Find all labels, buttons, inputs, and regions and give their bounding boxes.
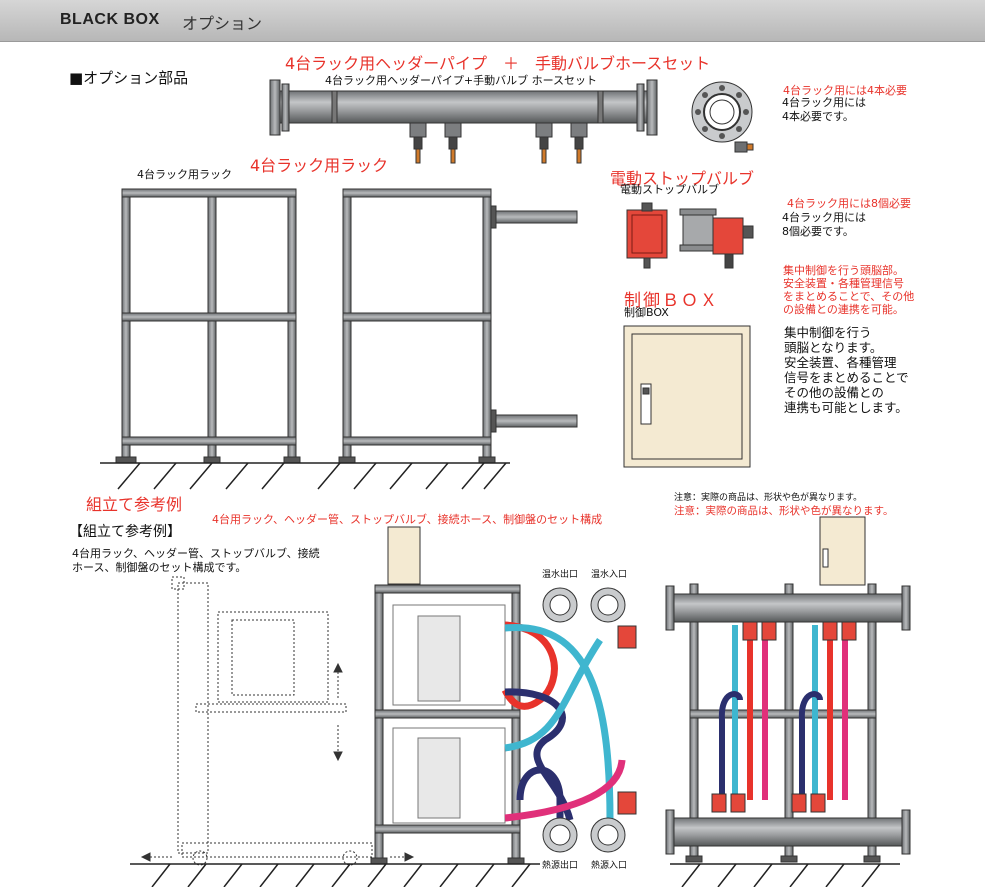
control-box-note-6: 連携も可能とします。: [784, 400, 908, 415]
control-box-note-5: その他の設備との: [784, 385, 884, 400]
assembly-dotted-trolley: [171, 576, 373, 866]
rack-drawing: [115, 188, 578, 464]
brand-name: BLACK BOX: [60, 11, 160, 28]
section-title: ■オプション部品: [69, 69, 189, 87]
control-box-heading: 制御ＢＯＸ: [624, 291, 719, 311]
rack-caption: 4台ラック用ラック: [137, 168, 232, 181]
rack-heading: 4台ラック用ラック: [250, 156, 389, 175]
header-pipe-note-red: 4台ラック用には4本必要: [783, 84, 907, 97]
control-box-note-2: 頭脳となります。: [784, 340, 883, 355]
header-pipe-note-2: 4本必要です。: [782, 110, 854, 123]
stop-valve-note-1: 4台ラック用には: [782, 211, 866, 224]
header-pipe-drawing: [269, 79, 754, 164]
control-box-note-red-4: の設備との連携を可能。: [783, 303, 904, 316]
control-box-note-red-1: 集中制御を行う頭脳部。: [783, 264, 904, 277]
bottom-ground-hatching: [130, 863, 900, 887]
stop-valve-note-2: 8個必要です。: [782, 225, 854, 238]
label-hot-out: 熱源出口: [542, 861, 579, 871]
assembly-heading: 【組立て参考例】: [69, 524, 181, 540]
ground-hatching: [100, 462, 510, 490]
header-pipe-note-1: 4台ラック用には: [782, 96, 866, 109]
stop-valve-heading: 電動ストップバルブ: [610, 169, 755, 188]
assembly-desc-1: 4台用ラック、ヘッダー管、ストップバルブ、接続: [72, 547, 320, 560]
assembly-front-view: [665, 516, 911, 863]
header-pipe-caption: 4台ラック用ヘッダーパイプ+手動バルブ ホースセット: [325, 74, 598, 87]
assembly-notice-black: 注意：実際の商品は、形状や色が異なります。: [674, 493, 863, 503]
page-title: オプション: [182, 14, 263, 33]
control-box-caption: 制御BOX: [624, 306, 669, 319]
stop-valve-drawing: [626, 202, 754, 269]
assembly-heading-red: 組立て参考例: [86, 495, 183, 514]
header-pipe-heading: 4台ラック用ヘッダーパイプ ＋ 手動バルブホースセット: [285, 54, 711, 73]
assembly-notice-red: 注意：実際の商品は、形状や色が異なります。: [674, 505, 894, 517]
trolley-arrows: [140, 662, 415, 862]
label-hot-in: 熱源入口: [591, 861, 628, 871]
stop-valve-caption: 電動ストップバルブ: [620, 183, 719, 196]
control-box-note-4: 信号をまとめることで: [784, 370, 909, 385]
assembly-side-view: [370, 526, 637, 865]
stop-valve-note-red: 4台ラック用には8個必要: [787, 197, 911, 210]
label-cold-out: 温水出口: [542, 570, 579, 580]
control-box-note-red-2: 安全装置・各種管理信号: [783, 277, 904, 290]
control-box-drawing: [623, 325, 751, 468]
control-box-note-3: 安全装置、各種管理: [784, 355, 897, 370]
control-box-note-red-3: をまとめることで、その他: [783, 290, 915, 303]
assembly-desc-2: ホース、制御盤のセット構成です。: [72, 561, 247, 574]
control-box-note-1: 集中制御を行う: [784, 325, 872, 340]
header-bar: BLACK BOX オプション: [0, 0, 985, 42]
assembly-desc-red: 4台用ラック、ヘッダー管、ストップバルブ、接続ホース、制御盤のセット構成: [212, 513, 603, 526]
label-cold-in: 温水入口: [591, 570, 628, 580]
